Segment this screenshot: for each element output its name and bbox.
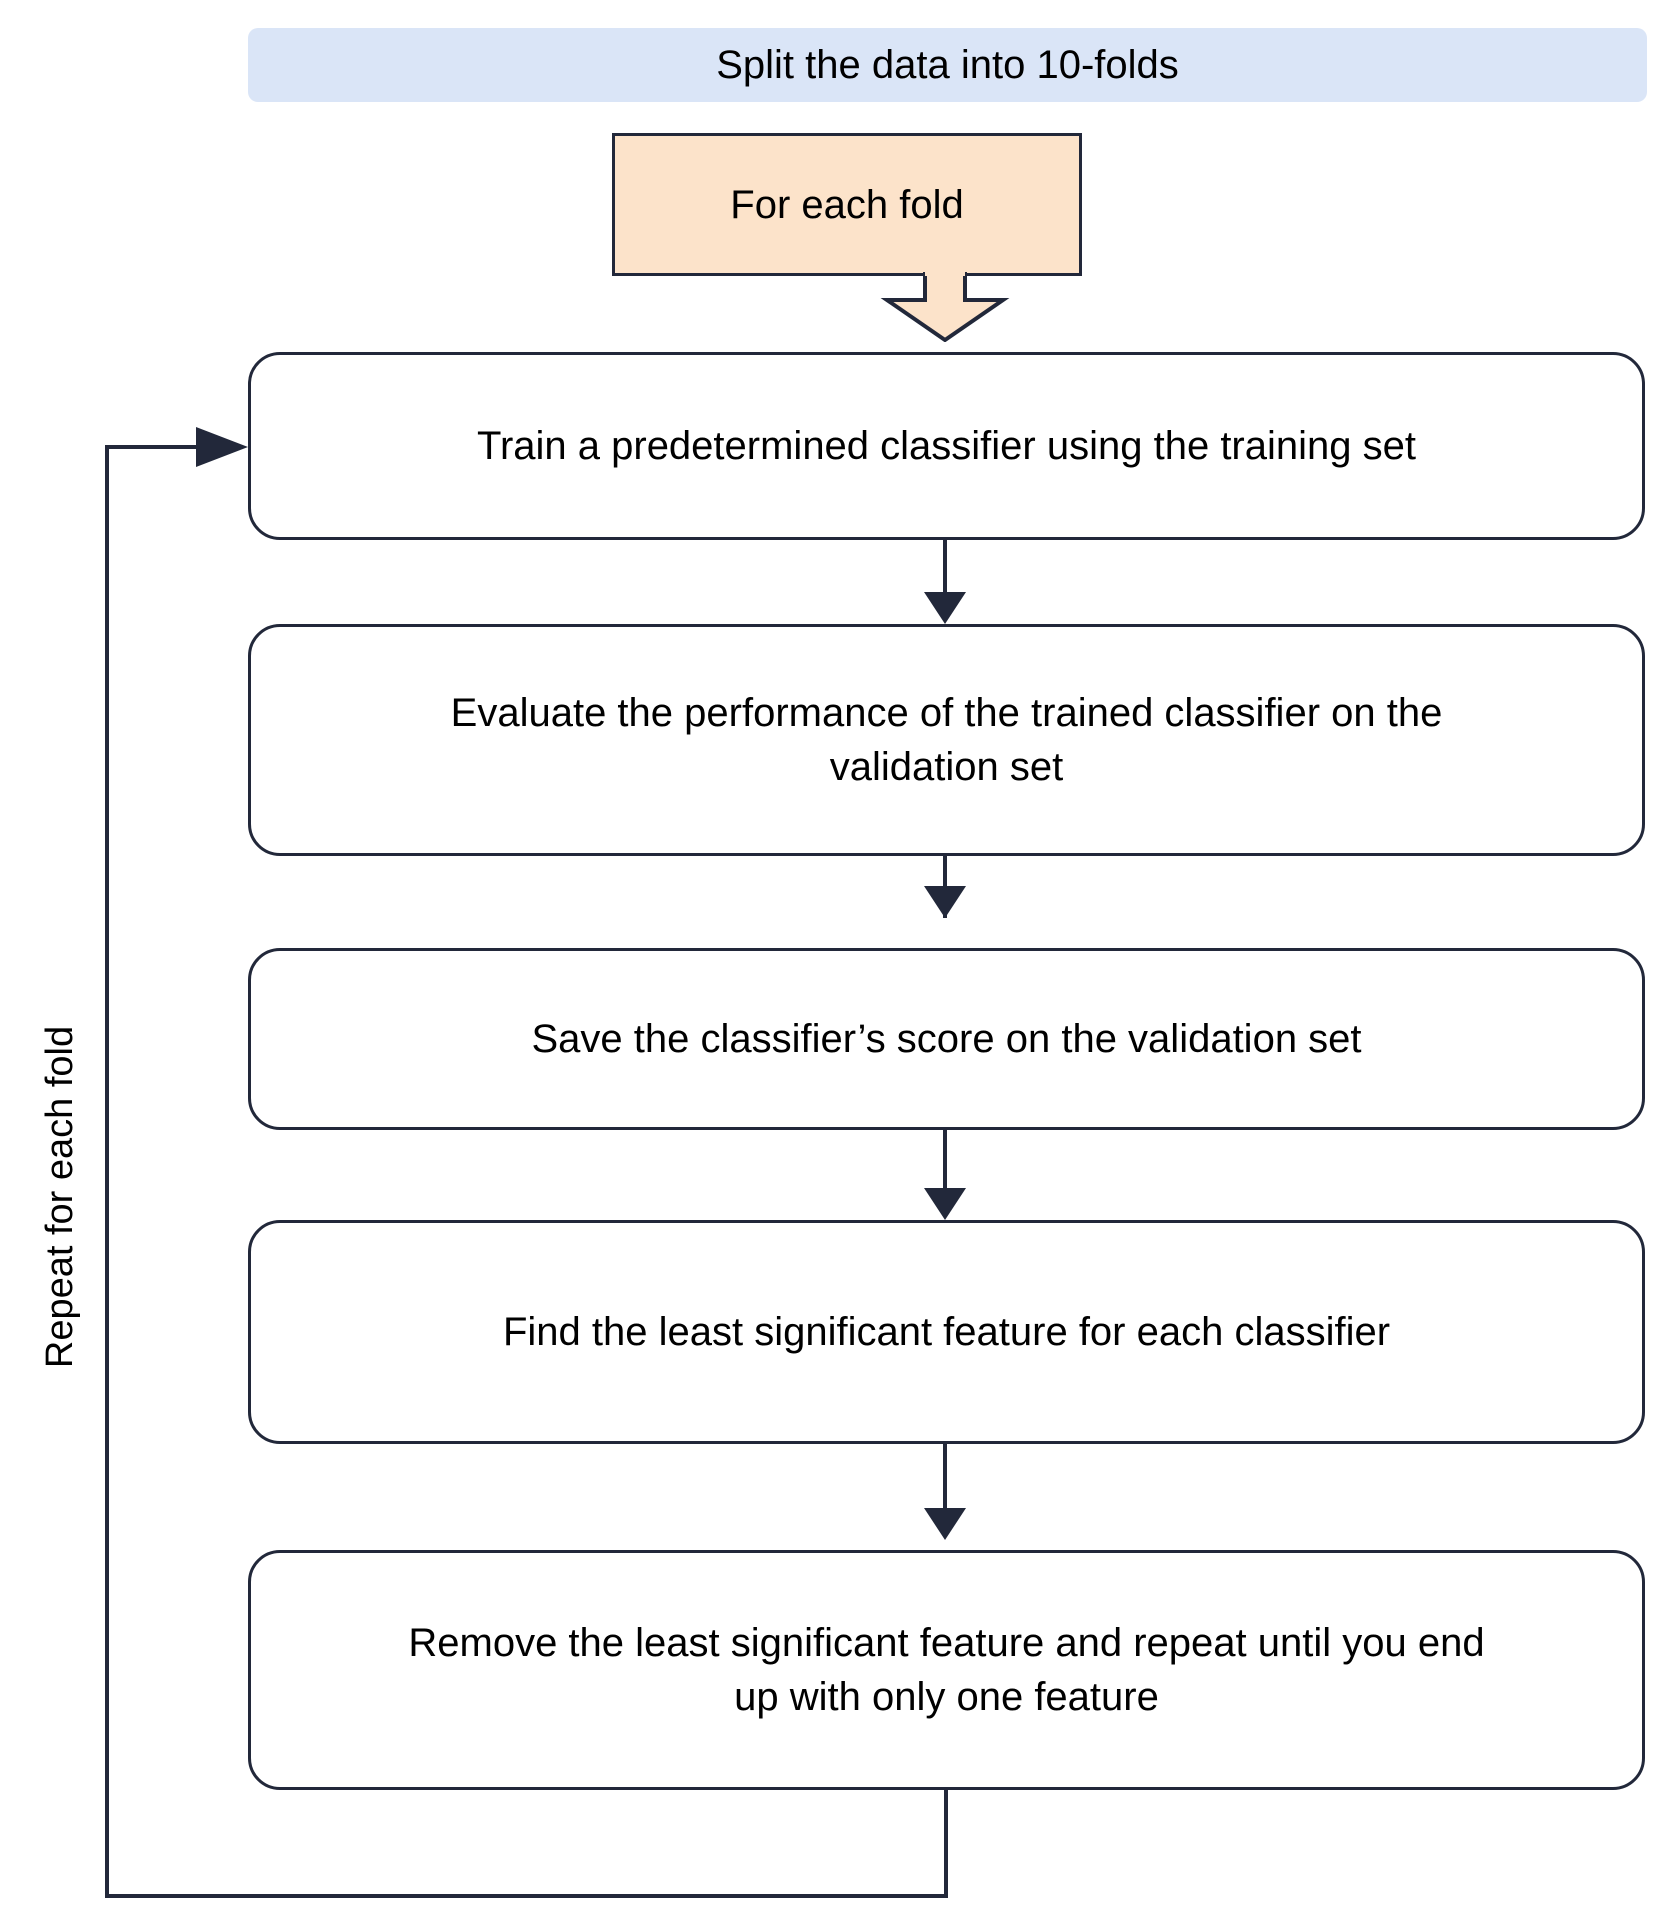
- step-train-label: Train a predetermined classifier using t…: [477, 424, 1416, 468]
- loop-segment-bottom: [105, 1894, 948, 1898]
- arrowhead-right-icon: [196, 427, 248, 467]
- step-save-score-label: Save the classifier’s score on the valid…: [531, 1017, 1362, 1061]
- arrowhead-down-icon: [924, 1188, 966, 1220]
- step-train-node: Train a predetermined classifier using t…: [248, 352, 1645, 540]
- arrowhead-down-icon: [924, 592, 966, 624]
- loop-segment-down: [944, 1790, 948, 1898]
- step-remove-least-node: Remove the least significant feature and…: [248, 1550, 1645, 1790]
- connector-save-to-find: [943, 1130, 947, 1190]
- split-data-label: Split the data into 10-folds: [716, 43, 1179, 87]
- connector-train-to-evaluate: [943, 540, 947, 600]
- arrowhead-down-icon: [924, 1508, 966, 1540]
- step-evaluate-node: Evaluate the performance of the trained …: [248, 624, 1645, 856]
- step-find-least-node: Find the least significant feature for e…: [248, 1220, 1645, 1444]
- loop-segment-left: [105, 445, 109, 1898]
- connector-find-to-remove: [943, 1444, 947, 1520]
- arrowhead-down-icon: [924, 886, 966, 918]
- for-each-fold-node: For each fold: [612, 133, 1082, 276]
- step-remove-least-label: Remove the least significant feature and…: [408, 1621, 1485, 1719]
- repeat-for-each-fold-label: Repeat for each fold: [39, 1025, 81, 1369]
- step-save-score-node: Save the classifier’s score on the valid…: [248, 948, 1645, 1130]
- loop-segment-top: [105, 445, 230, 449]
- split-data-node: Split the data into 10-folds: [248, 28, 1647, 102]
- block-down-arrow-icon: [880, 272, 1010, 342]
- step-evaluate-label: Evaluate the performance of the trained …: [450, 691, 1443, 789]
- for-each-fold-label: For each fold: [730, 182, 964, 227]
- step-find-least-label: Find the least significant feature for e…: [502, 1310, 1391, 1354]
